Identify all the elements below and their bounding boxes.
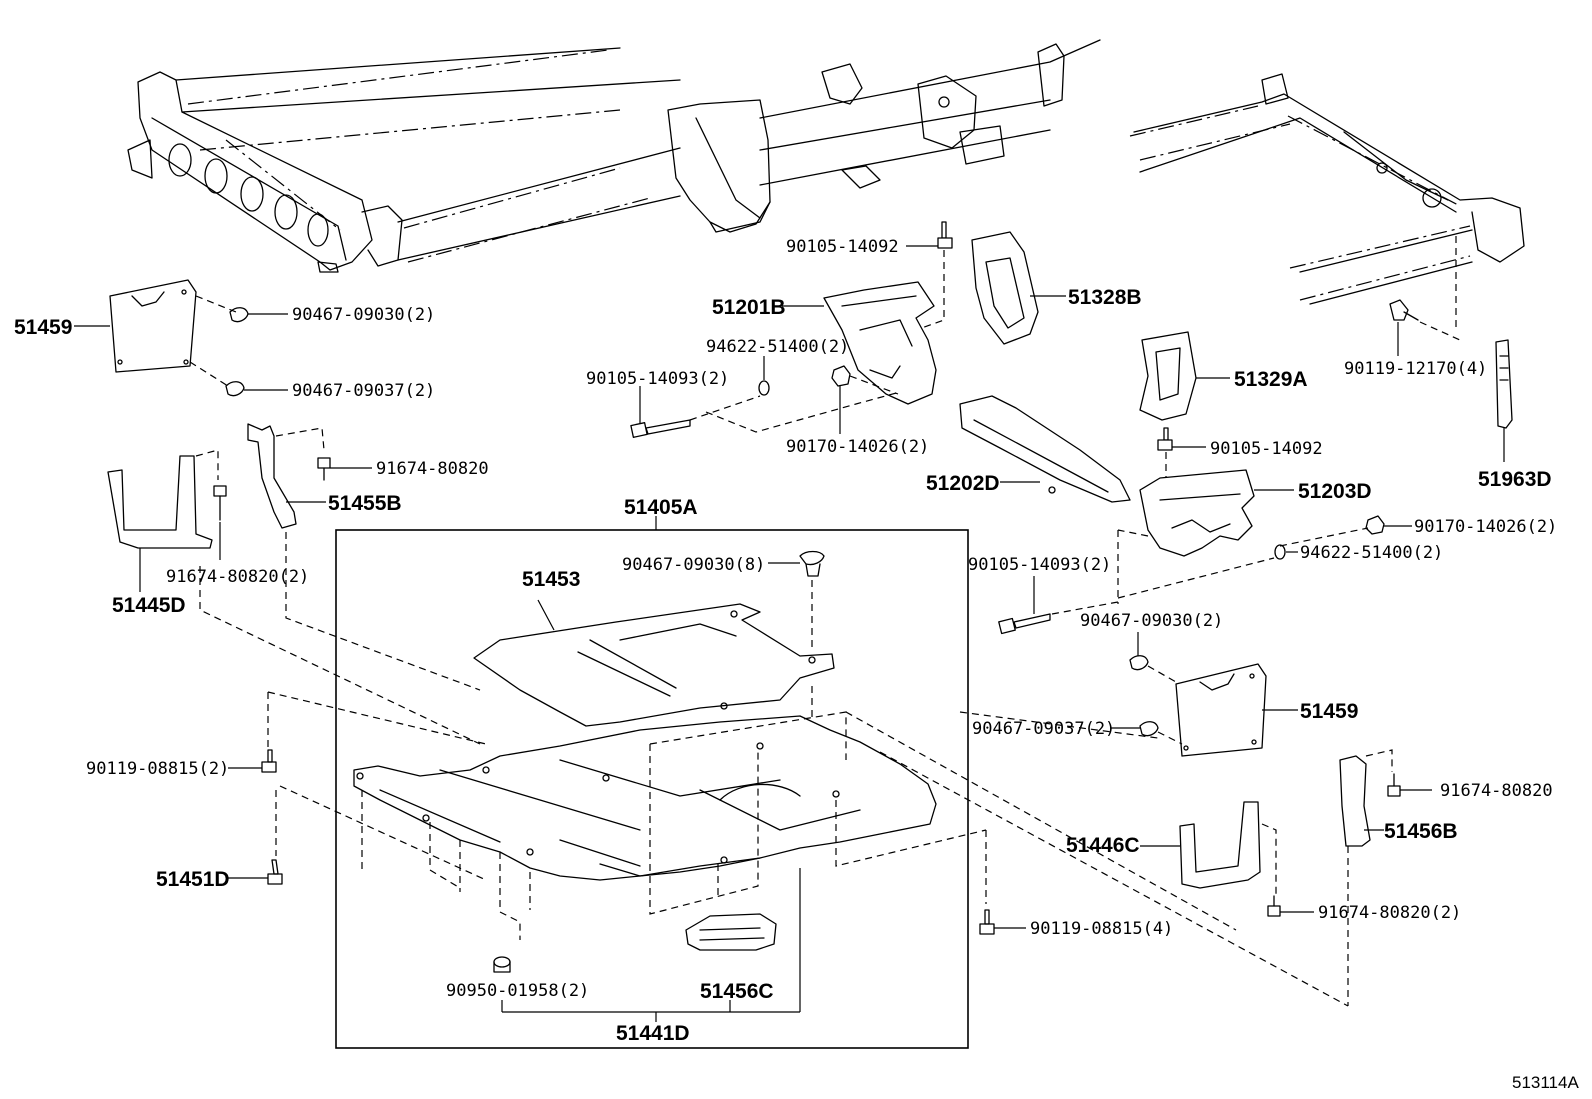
label-90170-14026-2-right: 90170-14026(2) — [1414, 517, 1557, 537]
label-51201B: 51201B — [712, 296, 786, 319]
label-51963D: 51963D — [1478, 468, 1552, 491]
label-90170-14026-2-left: 90170-14026(2) — [786, 437, 929, 457]
label-51329A: 51329A — [1234, 368, 1308, 391]
label-51328B: 51328B — [1068, 286, 1142, 309]
label-91674-80820-left-top: 91674-80820 — [376, 459, 489, 479]
label-90950-01958-2: 90950-01958(2) — [446, 981, 589, 1001]
label-51202D: 51202D — [926, 472, 1000, 495]
label-90119-12170-4: 90119-12170(4) — [1344, 359, 1487, 379]
label-51203D: 51203D — [1298, 480, 1372, 503]
label-51446C: 51446C — [1066, 834, 1140, 857]
label-91674-80820-2-left: 91674-80820(2) — [166, 567, 309, 587]
part-labels: 51459 90467-09030(2) 90467-09037(2) 9167… — [14, 237, 1579, 1092]
label-51445D: 51445D — [112, 594, 186, 617]
label-94622-51400-2-right: 94622-51400(2) — [1300, 543, 1443, 563]
left-bracket-51445D — [107, 449, 481, 745]
label-90119-08815-2: 90119-08815(2) — [86, 759, 229, 779]
label-51455B: 51455B — [328, 492, 402, 515]
left-bolts — [228, 691, 487, 885]
label-51453: 51453 — [522, 568, 580, 591]
center-upper-brackets — [630, 221, 1412, 635]
label-90105-14092-top: 90105-14092 — [786, 237, 899, 257]
label-94622-51400-2-left: 94622-51400(2) — [706, 337, 849, 357]
label-91674-80820-right: 91674-80820 — [1440, 781, 1553, 801]
undercover-assembly-box — [335, 516, 987, 1049]
label-51405A: 51405A — [624, 496, 698, 519]
label-90467-09030-8: 90467-09030(8) — [622, 555, 765, 575]
label-90105-14093-2-right: 90105-14093(2) — [968, 555, 1111, 575]
left-bracket-51455B — [247, 423, 481, 691]
label-51459-right: 51459 — [1300, 700, 1358, 723]
diagram-reference-code: 513114A — [1512, 1073, 1579, 1092]
label-90467-09030-2-right: 90467-09030(2) — [1080, 611, 1223, 631]
label-90467-09037-2-right: 90467-09037(2) — [972, 719, 1115, 739]
label-90119-08815-4: 90119-08815(4) — [1030, 919, 1173, 939]
label-51459-left: 51459 — [14, 316, 72, 339]
label-91674-80820-2-right: 91674-80820(2) — [1318, 903, 1461, 923]
left-side-shield-51459 — [74, 279, 288, 397]
right-side-parts — [845, 236, 1513, 1007]
label-51456B: 51456B — [1384, 820, 1458, 843]
label-51451D: 51451D — [156, 868, 230, 891]
label-90467-09030-2-left: 90467-09030(2) — [292, 305, 435, 325]
vehicle-frame-illustration — [127, 39, 1525, 305]
label-90105-14092-right: 90105-14092 — [1210, 439, 1323, 459]
label-51456C: 51456C — [700, 980, 774, 1003]
label-90105-14093-2-left: 90105-14093(2) — [586, 369, 729, 389]
label-90467-09037-2-left: 90467-09037(2) — [292, 381, 435, 401]
label-51441D: 51441D — [616, 1022, 690, 1045]
